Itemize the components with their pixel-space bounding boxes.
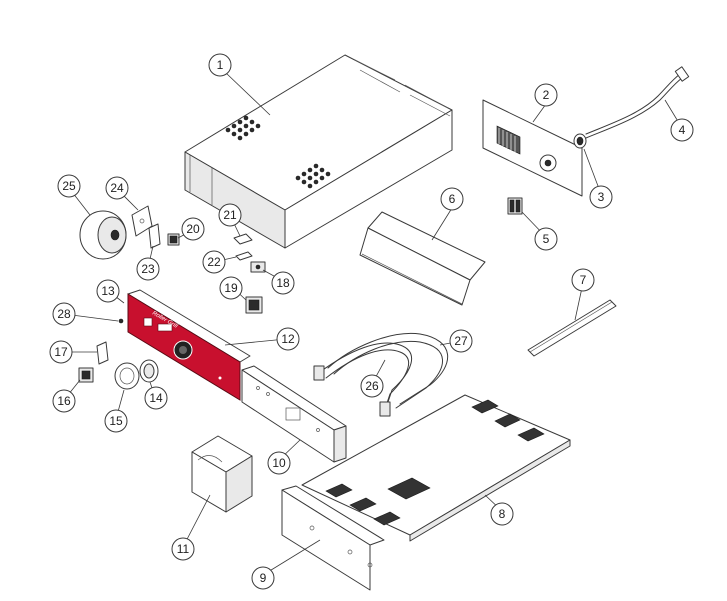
svg-text:20: 20 [186, 222, 200, 236]
svg-text:4: 4 [679, 123, 686, 137]
svg-text:3: 3 [598, 190, 605, 204]
svg-text:13: 13 [101, 284, 115, 298]
part-11-box-bracket [191, 435, 253, 513]
callout-14: 14 [144, 386, 168, 410]
part-7-rail [527, 299, 617, 357]
callout-3: 3 [589, 185, 613, 209]
callout-26: 26 [360, 374, 384, 398]
svg-text:12: 12 [281, 332, 295, 346]
part-6-deflector [359, 211, 486, 306]
callout-7: 7 [571, 268, 595, 292]
vent-holes-top-2 [295, 163, 331, 189]
svg-text:7: 7 [580, 273, 587, 287]
svg-text:10: 10 [272, 456, 286, 470]
svg-text:22: 22 [207, 255, 221, 269]
callout-5: 5 [534, 227, 558, 251]
svg-text:18: 18 [276, 276, 290, 290]
part-26-heating-element [313, 342, 412, 417]
callout-19: 19 [219, 276, 243, 300]
callout-27: 27 [449, 329, 473, 353]
part-19-relay [245, 296, 263, 314]
svg-text:2: 2 [543, 88, 550, 102]
part-10-control-bracket [241, 365, 347, 463]
svg-text:6: 6 [449, 192, 456, 206]
svg-text:17: 17 [54, 345, 68, 359]
svg-text:16: 16 [57, 394, 71, 408]
callout-8: 8 [490, 502, 514, 526]
callout-25: 25 [57, 174, 81, 198]
part-3-strain-relief [573, 133, 587, 149]
part-8-base-plate [301, 394, 571, 542]
part-14-knob [139, 359, 159, 383]
svg-text:9: 9 [260, 571, 267, 585]
part-24-motor-bracket [131, 205, 153, 237]
svg-text:28: 28 [57, 307, 71, 321]
svg-text:19: 19 [224, 281, 238, 295]
svg-text:27: 27 [454, 334, 468, 348]
callout-9: 9 [251, 566, 275, 590]
part-13-screw [118, 318, 124, 324]
callout-21: 21 [218, 203, 242, 227]
svg-text:25: 25 [62, 179, 76, 193]
callout-2: 2 [534, 83, 558, 107]
callout-16: 16 [52, 389, 76, 413]
svg-text:8: 8 [499, 507, 506, 521]
svg-text:26: 26 [365, 379, 379, 393]
callout-1: 1 [208, 53, 232, 77]
callout-17: 17 [49, 340, 73, 364]
part-22-washer [235, 251, 253, 261]
svg-text:5: 5 [543, 232, 550, 246]
part-20-switch [167, 233, 180, 246]
svg-text:14: 14 [149, 391, 163, 405]
rear-vent-grille [496, 125, 521, 155]
callout-20: 20 [181, 217, 205, 241]
part-21-bracket [233, 233, 253, 245]
part-5-connector [507, 197, 523, 215]
callout-24: 24 [105, 176, 129, 200]
svg-text:23: 23 [141, 262, 155, 276]
part-17-clip [96, 341, 109, 365]
part-16-switch [78, 367, 94, 383]
callout-18: 18 [271, 271, 295, 295]
svg-text:15: 15 [109, 414, 123, 428]
part-15-bezel [114, 362, 140, 390]
svg-text:24: 24 [110, 181, 124, 195]
part-23-plate [148, 223, 161, 249]
svg-text:1: 1 [217, 58, 224, 72]
part-9-front-panel [281, 485, 385, 591]
svg-text:11: 11 [177, 542, 190, 556]
svg-text:21: 21 [223, 208, 237, 222]
callout-15: 15 [104, 409, 128, 433]
part-2-rear-panel [482, 99, 583, 197]
callout-12: 12 [276, 327, 300, 351]
callout-28: 28 [52, 302, 76, 326]
part-27-heating-element [327, 332, 448, 409]
callout-11: 11 [171, 537, 195, 561]
callout-6: 6 [440, 187, 464, 211]
callout-10: 10 [267, 451, 291, 475]
part-4-power-cord [585, 66, 690, 139]
callout-23: 23 [136, 257, 160, 281]
part-1-top-cover [184, 54, 453, 249]
callout-13: 13 [96, 279, 120, 303]
vent-holes-top-1 [225, 115, 261, 141]
part-18-thermostat [250, 261, 266, 273]
callout-4: 4 [670, 118, 694, 142]
callout-22: 22 [202, 250, 226, 274]
part-12-control-panel: Roller Grill [127, 289, 251, 401]
part-25-blower [79, 210, 127, 260]
